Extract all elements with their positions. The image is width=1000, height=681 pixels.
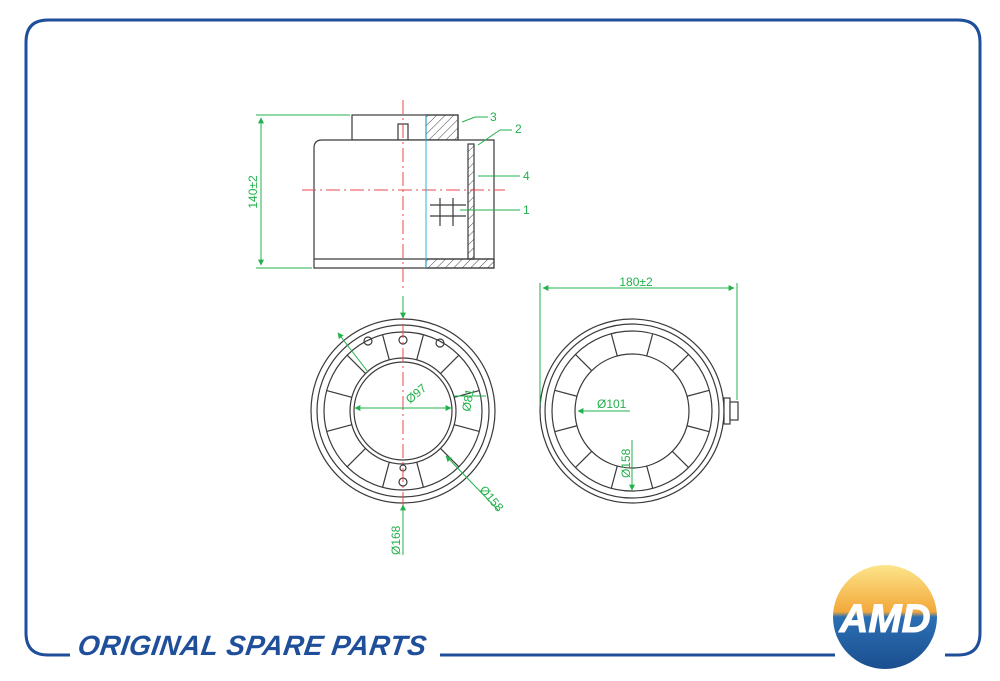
rib-line <box>440 448 460 468</box>
front-outer-vert-label: Ø168 <box>389 525 403 555</box>
front-inner-label: Ø97 <box>403 381 430 407</box>
height-dimension <box>256 114 350 269</box>
rib-line <box>416 334 425 360</box>
footer-title: ORIGINAL SPARE PARTS <box>75 630 429 661</box>
rib-line <box>671 354 689 372</box>
side-view <box>313 114 495 269</box>
back-inner-label: Ø101 <box>597 397 627 411</box>
callout-1: 1 <box>523 203 530 217</box>
front-outer-diag-label: Ø158 <box>477 483 507 515</box>
rib-line <box>326 424 352 433</box>
rib-line <box>686 425 710 433</box>
rib-line <box>610 333 618 357</box>
callout-3: 3 <box>490 110 497 124</box>
rib-line <box>440 354 460 374</box>
rib-line <box>381 334 390 360</box>
callout-leaders <box>460 116 520 211</box>
amd-logo: AMD <box>833 565 937 669</box>
rib-line <box>646 465 654 489</box>
rib-line <box>454 424 480 433</box>
rib-line <box>575 354 593 372</box>
rib-line <box>346 448 366 468</box>
back-dimensions <box>539 283 738 491</box>
rib-line <box>346 354 366 374</box>
rib-line <box>671 450 689 468</box>
back-outer-label: Ø158 <box>619 448 633 478</box>
logo-text: AMD <box>838 597 930 641</box>
back-view <box>539 318 739 504</box>
rib-line <box>416 462 425 488</box>
height-label: 140±2 <box>246 175 260 209</box>
rib-line <box>381 462 390 488</box>
rib-line <box>326 389 352 398</box>
rib-line <box>554 425 578 433</box>
rib-line <box>610 465 618 489</box>
rib-line <box>646 333 654 357</box>
rib-line <box>686 389 710 397</box>
front-dimensions <box>337 296 499 555</box>
callout-4: 4 <box>523 169 530 183</box>
callout-2: 2 <box>515 122 522 136</box>
page-frame <box>24 18 982 657</box>
front-hole-label: Ø81 <box>459 387 477 412</box>
rib-line <box>575 450 593 468</box>
rib-line <box>554 389 578 397</box>
back-width-label: 180±2 <box>619 275 653 289</box>
